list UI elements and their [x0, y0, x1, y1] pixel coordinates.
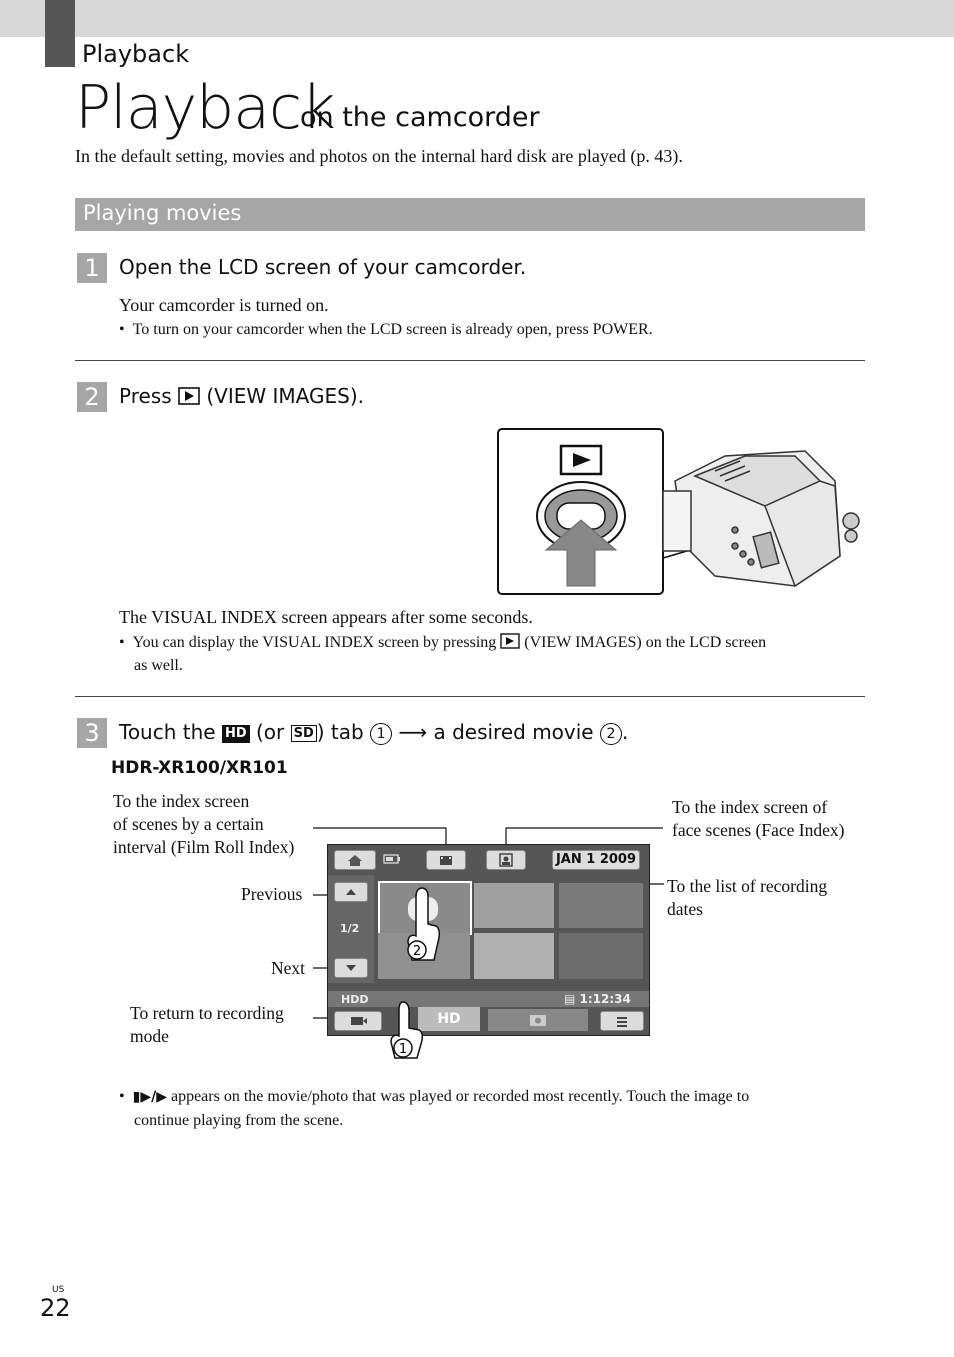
- camera-icon: [351, 1017, 367, 1025]
- return-to-recording-button[interactable]: [334, 1011, 382, 1031]
- callout-face-index-line2: face scenes (Face Index): [672, 820, 845, 840]
- circle-2-icon: 2: [599, 723, 622, 745]
- divider: [75, 696, 865, 697]
- play-icon: ▮▶/▶: [132, 1089, 167, 1105]
- step-1-number: 1: [77, 253, 107, 283]
- section-label: Playback: [82, 40, 190, 68]
- step-1-bullet: • To turn on your camcorder when the LCD…: [119, 321, 653, 338]
- arrow-down-icon: [346, 965, 356, 971]
- home-icon: [348, 855, 362, 866]
- step-2-title-prefix: Press: [119, 384, 172, 408]
- divider: [75, 360, 865, 361]
- header-bar: [0, 0, 954, 37]
- step-2-body: The VISUAL INDEX screen appears after so…: [119, 607, 533, 627]
- arrow-right-icon: ⟶: [398, 720, 428, 744]
- status-bar: [328, 991, 649, 1007]
- step-3-number: 3: [77, 718, 107, 748]
- intro-text: In the default setting, movies and photo…: [75, 146, 683, 166]
- step-3-title-a: Touch the: [119, 720, 216, 744]
- finger-1-number: 1: [399, 1042, 407, 1057]
- callout-face-index-line1: To the index screen of: [672, 797, 828, 817]
- callout-return-line1: To return to recording: [130, 1003, 284, 1023]
- footnote: • ▮▶/▶ appears on the movie/photo that w…: [119, 1088, 750, 1105]
- model-label: HDR-XR100/XR101: [111, 758, 288, 778]
- thumbnail-2[interactable]: [474, 883, 554, 928]
- step-3-title-end: .: [621, 720, 629, 744]
- step-2-title-suffix: (VIEW IMAGES).: [206, 384, 364, 408]
- step-2-number: 2: [77, 382, 107, 412]
- step-3-title-c: ) tab: [316, 720, 364, 744]
- time-counter: ▤ 1:12:34: [564, 992, 631, 1006]
- page-number: 22: [40, 1294, 71, 1322]
- page-subtitle: on the camcorder: [300, 102, 540, 133]
- arrow-up-icon: [346, 889, 356, 895]
- callout-film-roll-line1: To the index screen: [113, 791, 250, 811]
- step-2-bullet-line2: as well.: [134, 657, 183, 674]
- subsection-header: Playing movies: [75, 198, 865, 231]
- callout-dates-line2: dates: [667, 899, 703, 919]
- step-2-bullet-suffix: (VIEW IMAGES) on the LCD screen: [524, 634, 767, 651]
- camcorder-illustration: [497, 428, 860, 595]
- media-label: HDD: [341, 993, 369, 1006]
- finger-touch-2-icon: 2: [407, 887, 441, 961]
- step-3-title: Touch the HD (or SD) tab 1 ⟶ a desired m…: [119, 720, 628, 745]
- options-button[interactable]: [600, 1011, 644, 1031]
- film-roll-index-button[interactable]: [426, 850, 466, 870]
- time-counter-text: 1:12:34: [579, 992, 631, 1006]
- next-button[interactable]: [334, 958, 368, 978]
- photo-camera-icon: [530, 1015, 546, 1026]
- callout-face-index: To the index screen of face scenes (Face…: [672, 796, 844, 842]
- callout-film-roll-line3: interval (Film Roll Index): [113, 837, 295, 857]
- hd-tab-icon: HD: [221, 725, 250, 743]
- region-code: US: [52, 1285, 65, 1295]
- callout-film-roll-line2: of scenes by a certain: [113, 814, 264, 834]
- hd-tab-icon-text: HD: [224, 726, 247, 741]
- callout-next: Next: [271, 958, 306, 978]
- step-2-bullet: • You can display the VISUAL INDEX scree…: [119, 633, 767, 651]
- callout-dates-line1: To the list of recording: [667, 876, 828, 896]
- callout-film-roll: To the index screen of scenes by a certa…: [113, 790, 294, 859]
- home-button[interactable]: [334, 850, 376, 870]
- finger-2-number: 2: [413, 944, 421, 959]
- hd-tab-label: HD: [437, 1011, 461, 1027]
- section-tab-marker: [45, 0, 75, 67]
- battery-icon: [383, 854, 400, 864]
- footnote-line1: appears on the movie/photo that was play…: [170, 1088, 750, 1105]
- step-3-title-b: (or: [255, 720, 285, 744]
- sd-tab-icon: SD: [290, 725, 317, 742]
- finger-touch-1-icon: 1: [390, 1001, 424, 1059]
- page-title: Playback: [75, 73, 336, 143]
- callout-previous: Previous: [241, 884, 303, 904]
- sd-tab-icon-text: SD: [293, 726, 314, 741]
- step-1-bullet-text: To turn on your camcorder when the LCD s…: [132, 321, 653, 338]
- hd-tab[interactable]: HD: [418, 1007, 480, 1031]
- previous-button[interactable]: [334, 882, 368, 902]
- photo-tab[interactable]: [488, 1009, 588, 1031]
- date-list-button[interactable]: JAN 1 2009: [552, 850, 640, 870]
- view-images-icon: [500, 633, 520, 649]
- film-roll-icon: [440, 856, 452, 865]
- thumbnail-5[interactable]: [474, 933, 554, 979]
- footnote-line2: continue playing from the scene.: [134, 1112, 344, 1129]
- thumbnail-6[interactable]: [559, 933, 643, 979]
- page-indicator: 1/2: [340, 922, 360, 935]
- view-images-icon: [178, 387, 200, 405]
- face-icon: [499, 853, 513, 867]
- options-icon: [617, 1017, 627, 1027]
- thumbnail-3[interactable]: [559, 883, 643, 928]
- circle-1-icon: 1: [370, 723, 393, 745]
- lcd-visual-index-screen: JAN 1 2009 1/2 HDD ▤ 1:12:34 HD: [327, 844, 650, 1036]
- step-2-title: Press (VIEW IMAGES).: [119, 384, 364, 408]
- step-1-title: Open the LCD screen of your camcorder.: [119, 255, 527, 279]
- step-2-bullet-prefix: You can display the VISUAL INDEX screen …: [132, 634, 497, 651]
- callout-return: To return to recording mode: [130, 1002, 284, 1048]
- step-3-title-d: a desired movie: [433, 720, 594, 744]
- step-1-body: Your camcorder is turned on.: [119, 295, 329, 315]
- callout-dates: To the list of recording dates: [667, 875, 827, 921]
- face-index-button[interactable]: [486, 850, 526, 870]
- camcorder-body: [662, 450, 860, 588]
- callout-return-line2: mode: [130, 1026, 169, 1046]
- subsection-title: Playing movies: [83, 201, 242, 225]
